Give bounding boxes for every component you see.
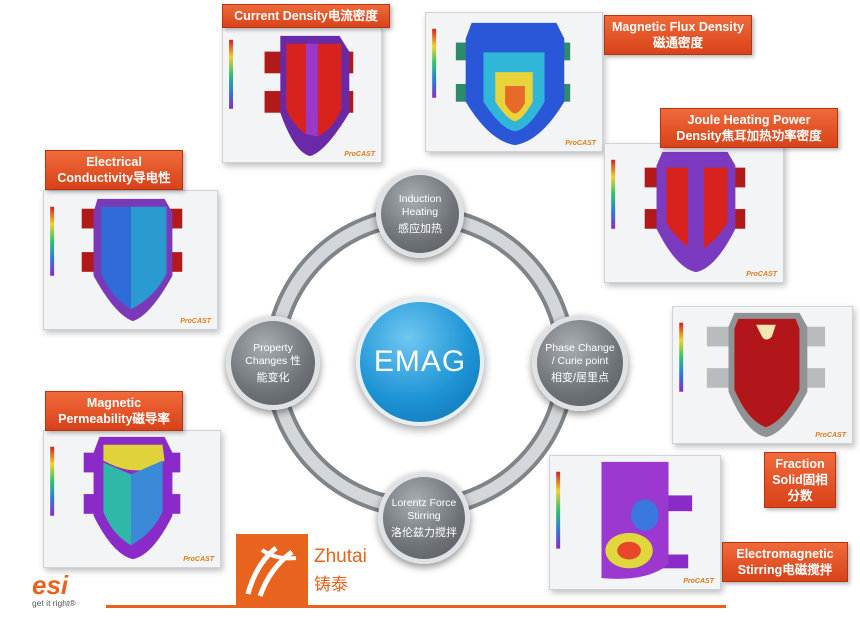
node-lorentz-force-en: Lorentz Force Stirring [391,496,457,522]
panel-joule-heating: ProCAST [604,143,784,283]
panel-magnetic-permeability: ProCAST [43,430,221,568]
label-joule-heating: Joule Heating Power Density焦耳加热功率密度 [660,108,838,148]
panel-magnetic-flux: ProCAST [425,12,603,152]
label-current-density-text: Current Density电流密度 [234,9,378,23]
footer-rule [106,605,726,608]
label-electromagnetic-stirring-text: Electromagnetic Stirring电磁搅拌 [736,547,834,577]
label-magnetic-flux-text: Magnetic Flux Density 磁通密度 [612,20,744,50]
zhutai-name-cn: 铸泰 [314,574,348,594]
node-lorentz-force: Lorentz Force Stirring 洛伦兹力搅拌 [378,472,470,564]
procast-logo: ProCAST [183,556,214,563]
label-electrical-conductivity: Electrical Conductivity导电性 [45,150,183,190]
node-lorentz-force-cn: 洛伦兹力搅拌 [391,526,457,539]
node-phase-change: Phase Change / Curie point 相变/居里点 [532,315,628,411]
node-phase-change-cn: 相变/居里点 [550,371,610,384]
procast-logo: ProCAST [344,151,375,158]
procast-logo: ProCAST [565,140,596,147]
panel-electrical-conductivity: ProCAST [43,190,218,330]
label-magnetic-flux: Magnetic Flux Density 磁通密度 [604,15,752,55]
emag-hub: EMAG [356,298,484,426]
label-electromagnetic-stirring: Electromagnetic Stirring电磁搅拌 [722,542,848,582]
zhutai-name-en: Zhutai [314,545,367,567]
node-property-changes-en: Property Changes 性 [245,341,301,367]
label-fraction-solid-text: Fraction Solid固相分数 [772,457,828,503]
procast-logo: ProCAST [180,318,211,325]
label-electrical-conductivity-text: Electrical Conductivity导电性 [57,155,171,185]
label-fraction-solid: Fraction Solid固相分数 [764,452,836,508]
panel-electromagnetic-stirring: ProCAST [549,455,721,590]
label-magnetic-permeability-text: Magnetic Permeability磁导率 [58,396,170,426]
esi-wordmark: esi [32,570,69,600]
label-joule-heating-text: Joule Heating Power Density焦耳加热功率密度 [676,113,822,143]
node-property-changes-cn: 能变化 [256,371,290,384]
label-magnetic-permeability: Magnetic Permeability磁导率 [45,391,183,431]
node-induction-heating-en: Induction Heating [398,192,442,218]
node-phase-change-en: Phase Change / Curie point [545,341,615,367]
procast-logo: ProCAST [815,432,846,439]
procast-logo: ProCAST [746,271,777,278]
node-property-changes: Property Changes 性 能变化 [226,316,320,410]
esi-tagline: get it right® [32,598,76,608]
label-current-density: Current Density电流密度 [222,4,390,28]
zhutai-logo: Zhutai 铸泰 [236,534,372,606]
panel-current-density: ProCAST [222,25,382,163]
panel-fraction-solid: ProCAST [672,306,853,444]
esi-logo: esi get it right® [32,570,76,608]
node-induction-heating: Induction Heating 感应加热 [376,170,464,258]
zhutai-mark-icon [236,534,308,606]
procast-logo: ProCAST [683,578,714,585]
hub-label: EMAG [373,345,467,378]
node-induction-heating-cn: 感应加热 [398,222,442,235]
